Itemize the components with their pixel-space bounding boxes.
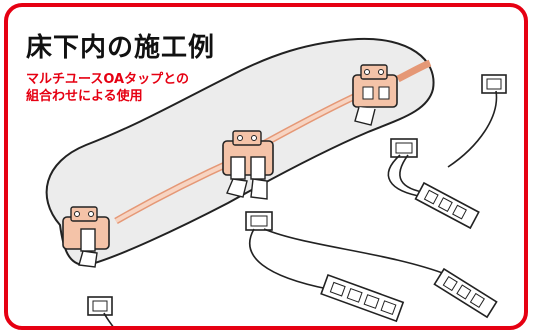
page-title: 床下内の施工例: [26, 33, 216, 63]
floor-outlet-icon: [245, 211, 273, 231]
subtitle: マルチユースOAタップとの 組合わせによる使用: [26, 71, 256, 105]
power-strip-icon: [433, 267, 498, 319]
illustration-frame: 床下内の施工例 マルチユースOAタップとの 組合わせによる使用: [4, 3, 528, 330]
oa-tap-unit-icon: [222, 130, 274, 200]
oa-tap-unit-icon: [62, 206, 110, 268]
subtitle-line-2: 組合わせによる使用: [26, 89, 143, 104]
power-strip-icon: [320, 273, 405, 323]
oa-tap-unit-icon: [352, 64, 398, 126]
floor-installation-illustration: [45, 37, 507, 326]
floor-outlet-icon: [390, 138, 418, 158]
subtitle-line-1: マルチユースOAタップとの: [26, 72, 189, 87]
floor-outlet-icon: [481, 74, 507, 94]
floor-outlet-icon: [87, 296, 113, 316]
power-strip-icon: [414, 181, 480, 230]
